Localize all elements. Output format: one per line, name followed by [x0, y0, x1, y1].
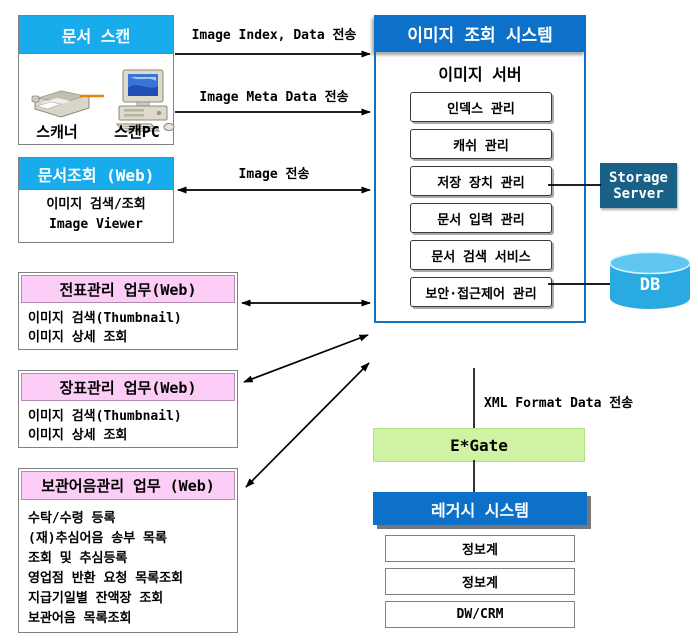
- egate-box: E*Gate: [373, 428, 585, 462]
- legacy-system-header: 레거시 시스템: [373, 492, 587, 525]
- biz-box-report: 장표관리 업무(Web) 이미지 검색(Thumbnail) 이미지 상세 조회: [18, 370, 238, 448]
- doc-view-line: Image Viewer: [49, 217, 143, 232]
- scanner-icon: [31, 90, 90, 118]
- scanner-label: 스캐너: [36, 123, 78, 141]
- module-cache-mgmt: 캐쉬 관리: [410, 129, 552, 159]
- biz-box-line: 이미지 검색(Thumbnail): [28, 409, 182, 424]
- biz-box-line: 수탁/수령 등록: [28, 511, 116, 526]
- doc-view-header: 문서조회 (Web): [19, 158, 173, 190]
- module-security-mgmt: 보안·접근제어 관리: [410, 277, 552, 307]
- image-server-title: 이미지 서버: [438, 65, 522, 84]
- biz-box-line: 조회 및 추심등록: [28, 551, 128, 566]
- module-storage-mgmt: 저장 장치 관리: [410, 166, 552, 196]
- flow-label-xml: XML Format Data 전송: [484, 396, 634, 411]
- scan-pc-label: 스캔PC: [114, 123, 160, 141]
- biz-box-slip-header: 전표관리 업무(Web): [21, 275, 235, 303]
- biz-box-line: 이미지 상세 조회: [28, 330, 128, 345]
- legacy-sys-info1: 정보계: [385, 535, 575, 562]
- scan-pc-icon: [115, 69, 175, 132]
- flow-label-image-index: Image Index, Data 전송: [191, 28, 357, 43]
- biz-box-line: 지급기일별 잔액장 조회: [28, 591, 164, 606]
- db-cylinder-shape: [609, 251, 691, 309]
- doc-scan-box: 문서 스캔 스캐너 스캔PC: [18, 15, 175, 145]
- biz-box-note: 보관어음관리 업무 (Web) 수탁/수령 등록 (재)추심어음 송부 목록 조…: [18, 468, 238, 633]
- biz-box-note-header: 보관어음관리 업무 (Web): [21, 471, 235, 500]
- legacy-sys-dwcrm: DW/CRM: [385, 601, 575, 628]
- doc-view-line: 이미지 검색/조회: [46, 197, 146, 212]
- module-doc-input: 문서 입력 관리: [410, 203, 552, 233]
- legacy-sys-info2: 정보계: [385, 568, 575, 595]
- module-doc-search: 문서 검색 서비스: [410, 240, 552, 270]
- doc-view-box: 문서조회 (Web) 이미지 검색/조회 Image Viewer: [18, 157, 174, 243]
- arrow-report-system: [243, 334, 369, 383]
- biz-box-line: 이미지 검색(Thumbnail): [28, 311, 182, 326]
- image-system-box: 이미지 조회 시스템 이미지 서버 인덱스 관리 캐쉬 관리 저장 장치 관리 …: [374, 15, 586, 323]
- module-index-mgmt: 인덱스 관리: [410, 92, 552, 122]
- arrow-note-system: [245, 362, 370, 488]
- biz-box-line: (재)추심어음 송부 목록: [28, 531, 167, 546]
- db-label: DB: [639, 275, 661, 295]
- biz-box-line: 보관어음 목록조회: [28, 611, 132, 626]
- biz-box-line: 영업점 반환 요청 목록조회: [28, 571, 184, 586]
- flow-label-image: Image 전송: [238, 167, 310, 182]
- image-system-header: 이미지 조회 시스템: [374, 15, 586, 52]
- doc-scan-header: 문서 스캔: [19, 16, 173, 54]
- db-cylinder: DB: [608, 251, 692, 311]
- biz-box-slip: 전표관리 업무(Web) 이미지 검색(Thumbnail) 이미지 상세 조회: [18, 272, 238, 350]
- storage-server-box: Storage Server: [600, 163, 677, 208]
- flow-label-image-meta: Image Meta Data 전송: [199, 90, 349, 105]
- biz-box-report-header: 장표관리 업무(Web): [21, 373, 235, 401]
- biz-box-line: 이미지 상세 조회: [28, 428, 128, 443]
